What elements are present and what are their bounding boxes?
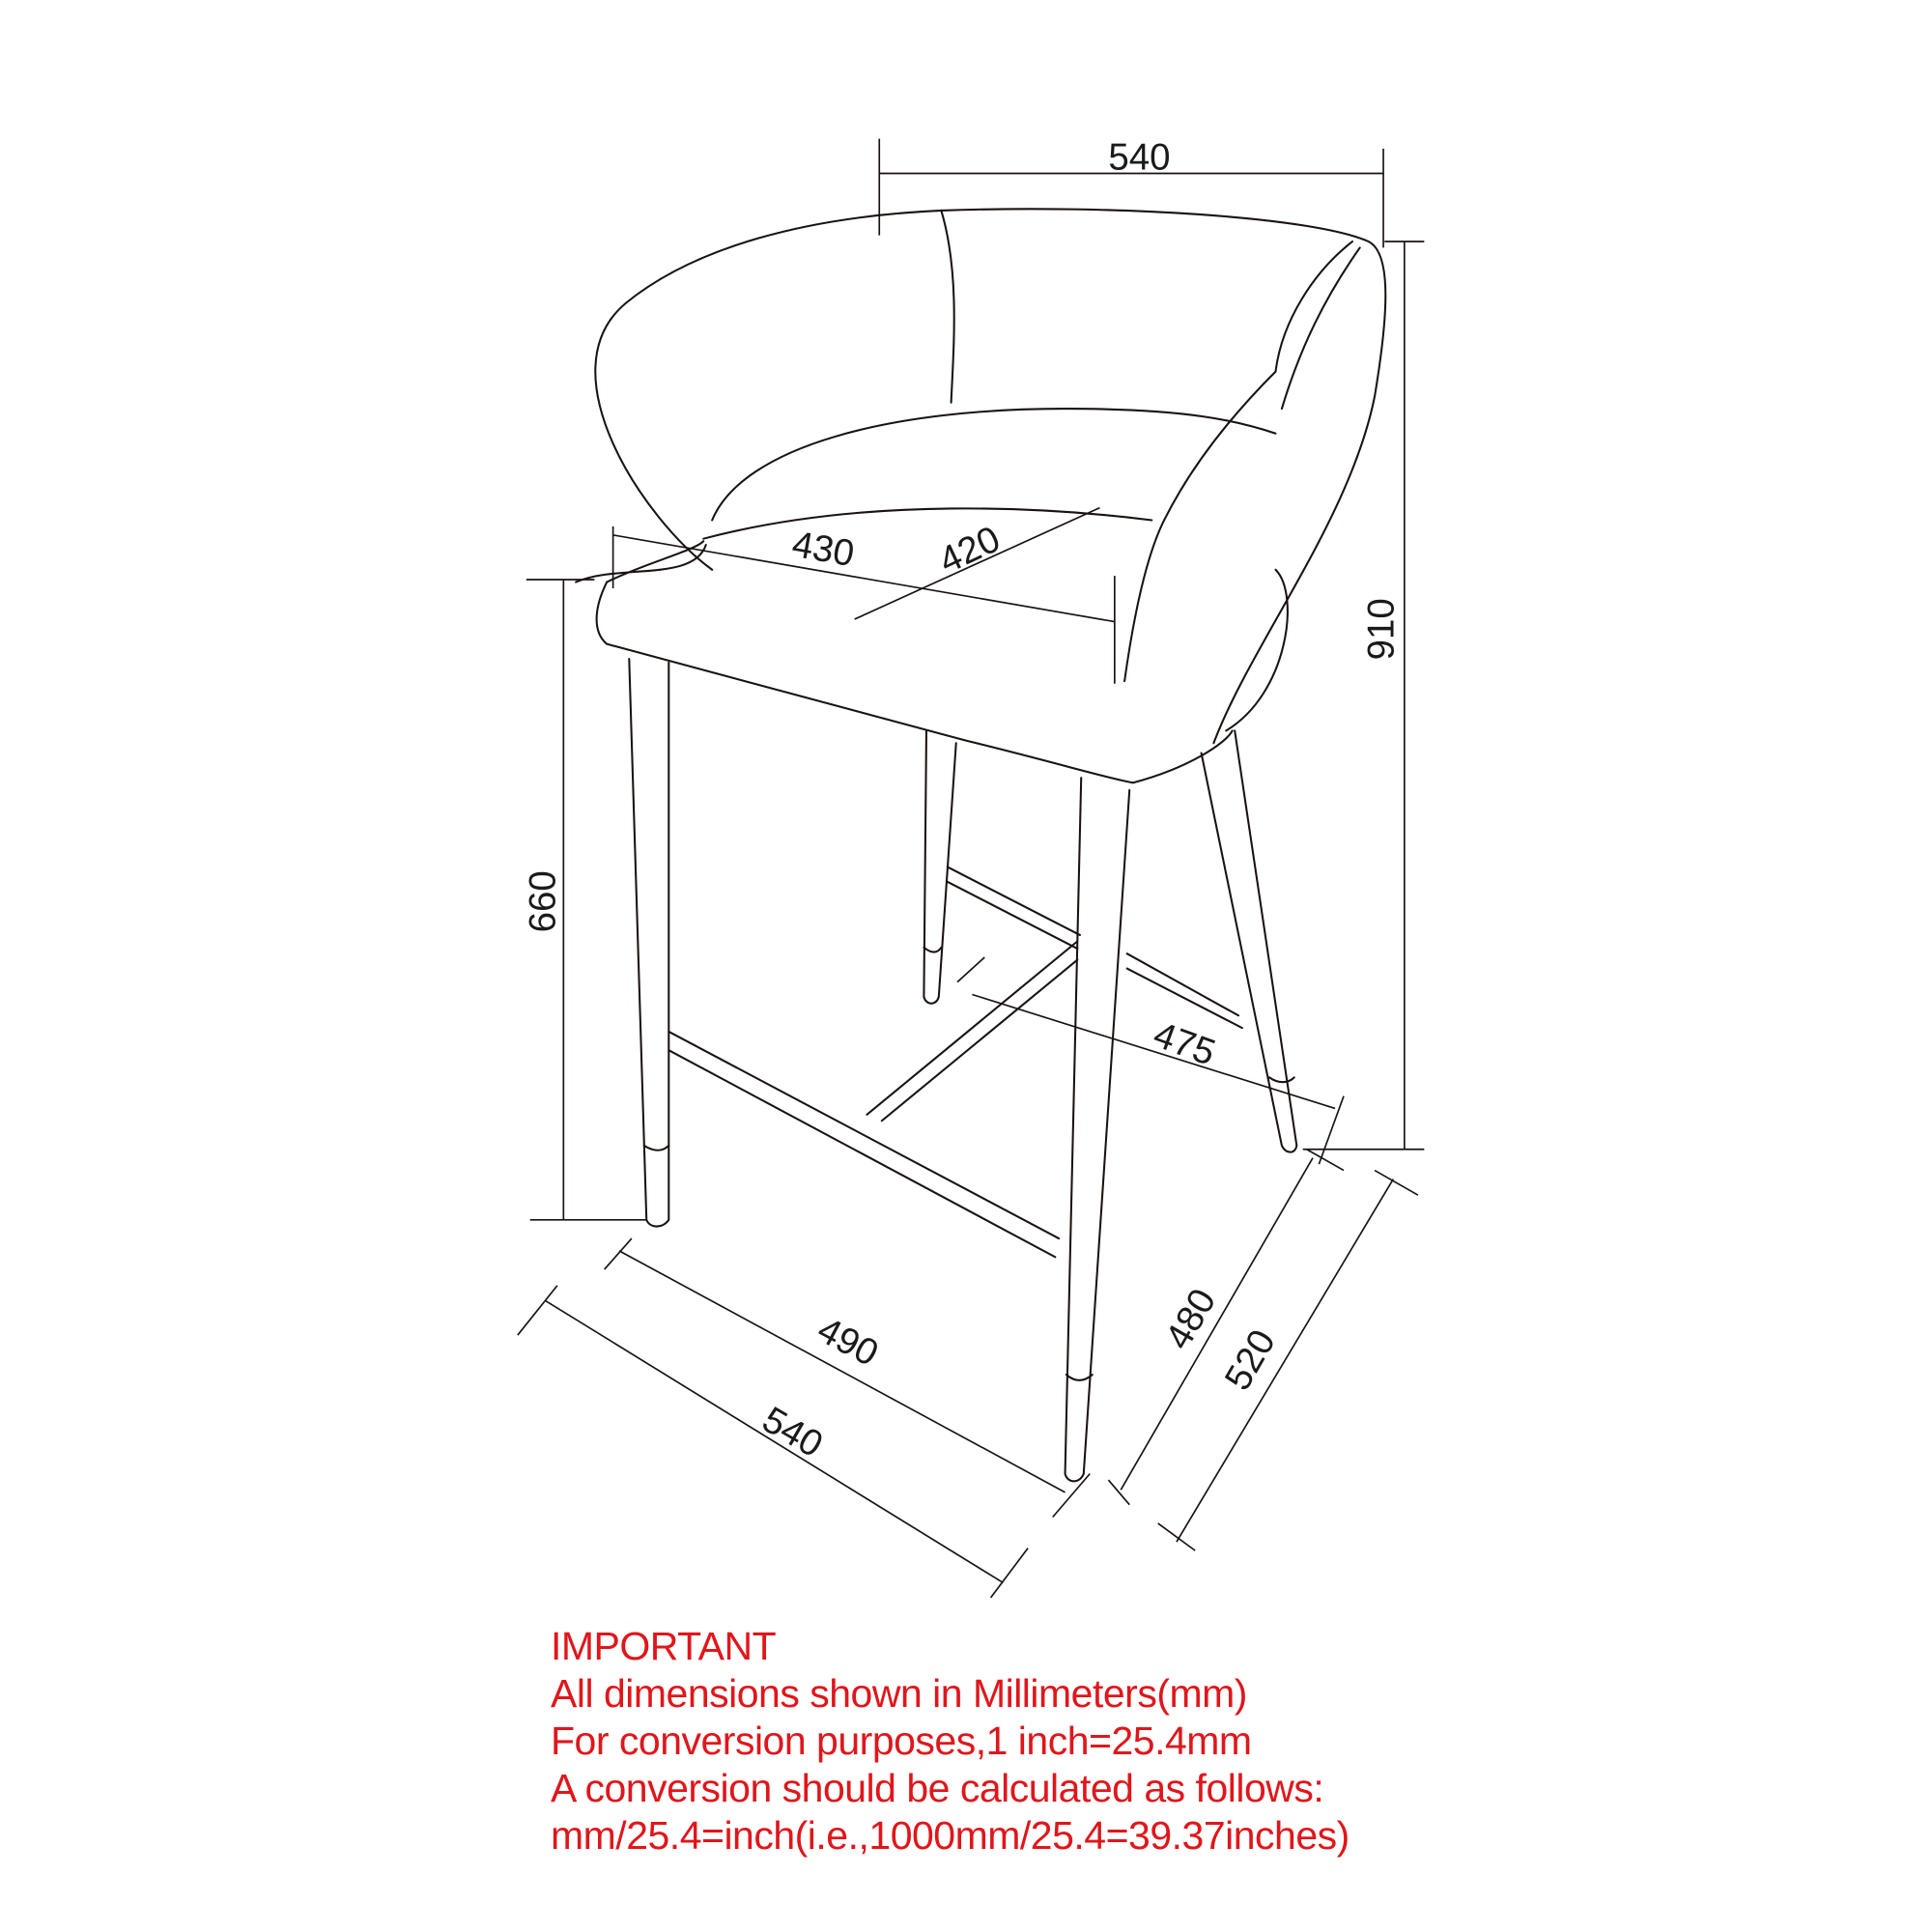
dim-front-inner: 490 bbox=[810, 1309, 885, 1375]
stretchers bbox=[668, 866, 1243, 1259]
dim-side-footprint: 475 bbox=[1149, 1013, 1221, 1073]
dim-side-outer: 520 bbox=[1217, 1322, 1284, 1397]
backrest bbox=[575, 208, 1387, 745]
notes-title: IMPORTANT bbox=[551, 1624, 777, 1668]
dim-side-inner: 480 bbox=[1157, 1282, 1224, 1356]
legs bbox=[628, 658, 1298, 1483]
dim-seat-depth: 420 bbox=[933, 518, 1007, 582]
important-notes: IMPORTANT All dimensions shown in Millim… bbox=[551, 1623, 1350, 1860]
dim-seat-height: 660 bbox=[522, 870, 563, 932]
dim-overall-height: 910 bbox=[1360, 598, 1402, 660]
notes-line: mm/25.4=inch(i.e.,1000mm/25.4=39.37inche… bbox=[551, 1813, 1350, 1858]
dim-front-outer: 540 bbox=[755, 1399, 830, 1465]
dimension-lines bbox=[517, 138, 1425, 1599]
notes-line: All dimensions shown in Millimeters(mm) bbox=[551, 1671, 1247, 1716]
notes-line: A conversion should be calculated as fol… bbox=[551, 1766, 1324, 1810]
notes-line: For conversion purposes,1 inch=25.4mm bbox=[551, 1719, 1252, 1763]
dim-top-width: 540 bbox=[1108, 137, 1170, 179]
dim-seat-width: 430 bbox=[789, 524, 858, 575]
